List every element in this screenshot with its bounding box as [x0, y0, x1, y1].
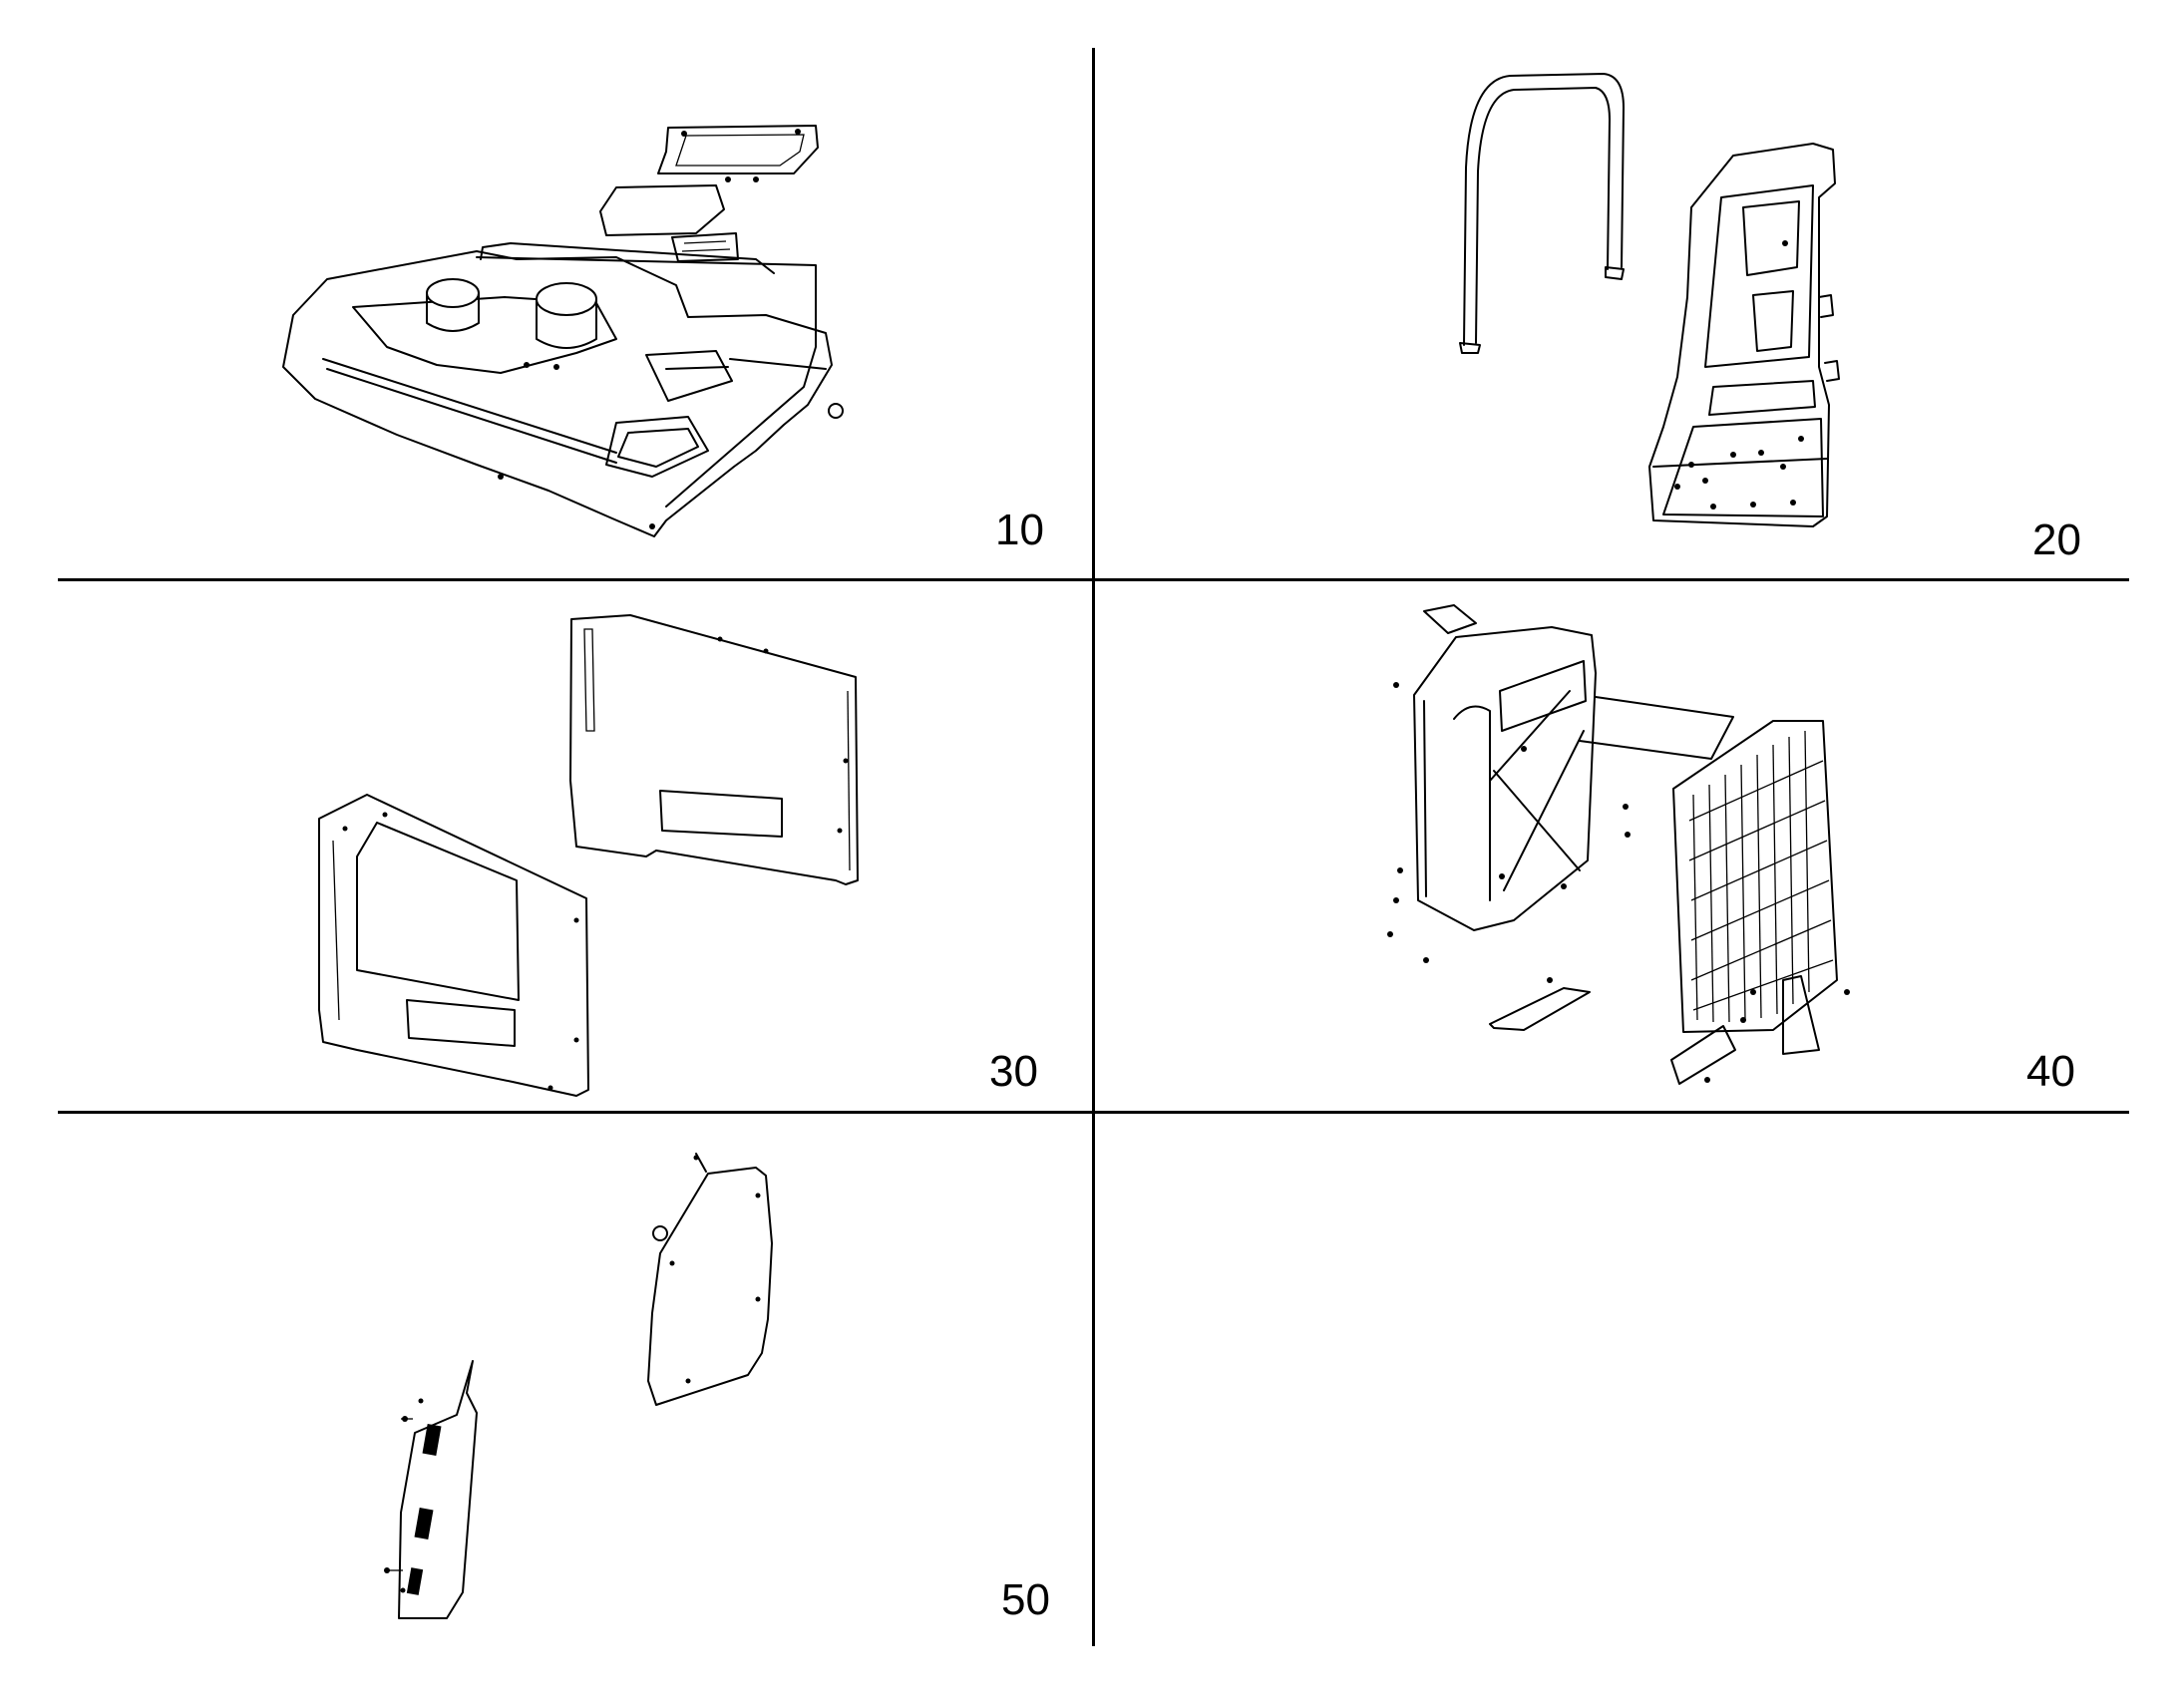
panel-30[interactable]: 30: [58, 581, 1092, 1111]
panel-number-50: 50: [1001, 1575, 1050, 1624]
engine-hood-drawing: [282, 125, 844, 537]
side-panels-drawing: [318, 614, 859, 1097]
panel-number-40: 40: [2026, 1047, 2075, 1096]
radiator-guard-drawing: [1387, 604, 1850, 1085]
panel-10[interactable]: 10: [58, 48, 1092, 578]
grid-horizontal-divider-1: [58, 578, 2129, 581]
panel-20[interactable]: 20: [1095, 48, 2129, 578]
panel-40[interactable]: 40: [1095, 581, 2129, 1111]
rear-frame-drawing: [1459, 73, 1840, 527]
grid-horizontal-divider-2: [58, 1111, 2129, 1114]
panel-number-30: 30: [989, 1047, 1038, 1096]
panel-number-10: 10: [995, 506, 1044, 554]
grille-slots: [1688, 730, 1834, 1023]
side-doors-drawing: [384, 1153, 773, 1619]
panel-number-20: 20: [2032, 515, 2081, 564]
panel-empty: [1095, 1114, 2129, 1646]
panel-50[interactable]: 50: [58, 1114, 1092, 1646]
grid-vertical-divider: [1092, 48, 1095, 1646]
